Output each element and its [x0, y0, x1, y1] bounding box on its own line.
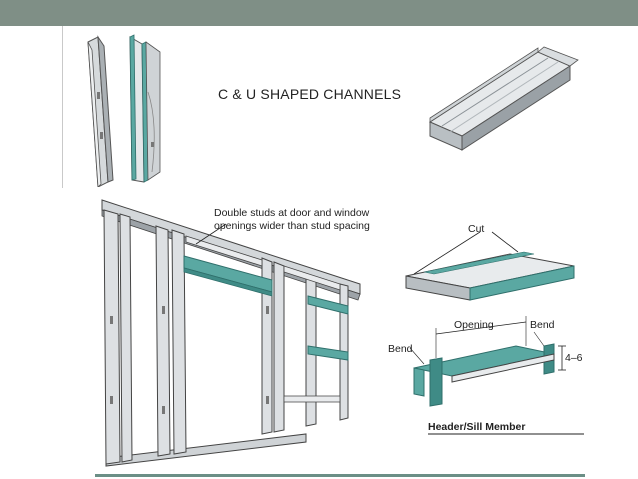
- slide-title: C & U SHAPED CHANNELS: [218, 86, 402, 102]
- wall-callout-line2: openings wider than stud spacing: [214, 220, 370, 232]
- header-sill-diagram: Cut Opening Bend Bend 4–6 Header/Sill Me…: [388, 223, 584, 435]
- header-sill-caption: Header/Sill Member: [428, 421, 525, 433]
- divider-line: [62, 26, 63, 188]
- bottom-rule: [95, 474, 585, 477]
- wall-framing-diagram: Double studs at door and window openings…: [101, 199, 370, 467]
- u-channel-illustration: [428, 46, 579, 151]
- dimension-label: 4–6: [565, 352, 583, 364]
- opening-label: Opening: [454, 319, 494, 331]
- cut-label: Cut: [468, 223, 484, 235]
- wall-callout-line1: Double studs at door and window: [214, 207, 370, 219]
- bend-left-label: Bend: [388, 343, 413, 355]
- slide-top-bar: [0, 0, 638, 26]
- bend-right-label: Bend: [530, 319, 555, 331]
- stud-illustration: [87, 34, 161, 187]
